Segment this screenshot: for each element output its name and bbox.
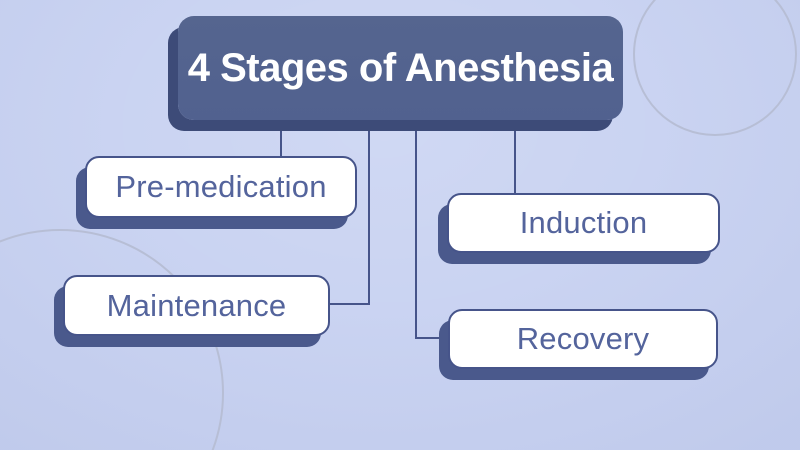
stage-label-pre-medication: Pre-medication bbox=[115, 169, 327, 204]
stage-box-induction: Induction bbox=[447, 193, 720, 253]
stage-label-induction: Induction bbox=[519, 205, 648, 240]
stage-box-recovery: Recovery bbox=[448, 309, 718, 369]
connector-title-to-maintenance-horizontal bbox=[330, 303, 370, 305]
connector-title-to-recovery-horizontal bbox=[415, 337, 445, 339]
diagram-title: 4 Stages of Anesthesia bbox=[187, 45, 614, 90]
connector-title-to-induction bbox=[514, 122, 516, 195]
stage-label-maintenance: Maintenance bbox=[106, 287, 287, 323]
stage-box-pre-medication: Pre-medication bbox=[85, 156, 357, 218]
stage-box-maintenance: Maintenance bbox=[63, 275, 330, 336]
decorative-circle-top-right bbox=[633, 0, 797, 136]
decorative-circle-bottom-left bbox=[0, 229, 224, 450]
connector-title-to-pre-medication bbox=[280, 122, 282, 158]
stage-label-recovery: Recovery bbox=[516, 321, 650, 356]
connector-title-to-maintenance-vertical bbox=[368, 122, 370, 305]
connector-title-to-recovery-vertical bbox=[415, 122, 417, 339]
title-box: 4 Stages of Anesthesia bbox=[178, 16, 623, 120]
